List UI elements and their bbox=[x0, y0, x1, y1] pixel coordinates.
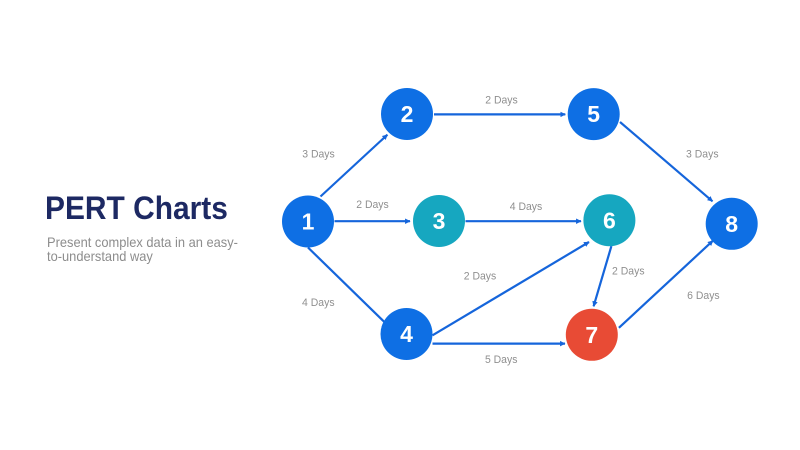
svg-text:2 Days: 2 Days bbox=[356, 199, 389, 211]
svg-text:2: 2 bbox=[401, 101, 414, 127]
svg-text:6: 6 bbox=[603, 207, 616, 233]
svg-text:1: 1 bbox=[302, 209, 315, 235]
svg-text:8: 8 bbox=[725, 211, 738, 237]
svg-text:6 Days: 6 Days bbox=[687, 290, 720, 302]
svg-text:3 Days: 3 Days bbox=[686, 149, 719, 161]
svg-text:2 Days: 2 Days bbox=[464, 271, 497, 283]
svg-text:5 Days: 5 Days bbox=[485, 354, 518, 366]
svg-text:3 Days: 3 Days bbox=[302, 149, 335, 161]
svg-text:3: 3 bbox=[433, 208, 446, 234]
svg-text:2 Days: 2 Days bbox=[485, 95, 518, 107]
svg-text:4 Days: 4 Days bbox=[302, 297, 335, 309]
svg-text:4: 4 bbox=[400, 321, 413, 347]
svg-text:5: 5 bbox=[587, 101, 600, 127]
svg-text:4 Days: 4 Days bbox=[510, 201, 543, 213]
svg-text:2 Days: 2 Days bbox=[612, 266, 645, 278]
svg-text:7: 7 bbox=[585, 322, 598, 348]
